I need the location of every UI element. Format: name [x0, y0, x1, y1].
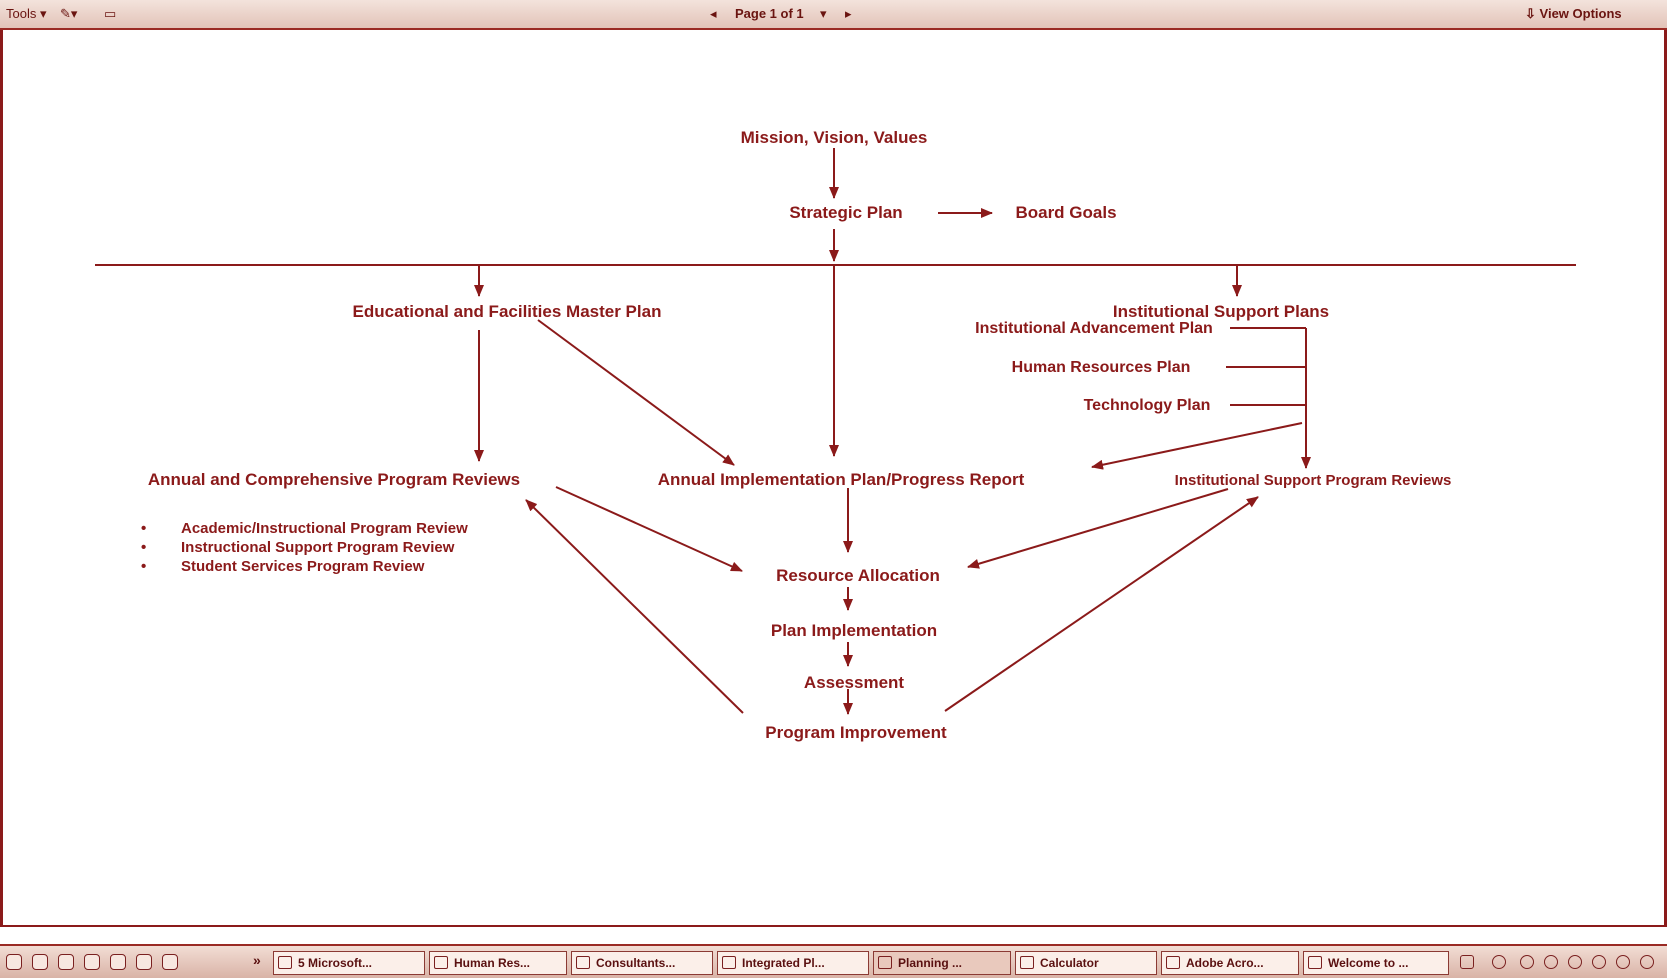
document-toolbar: Tools ▾ ✎▾ ▭ ◂ Page 1 of 1 ▾ ▸ ⇩ View Op…: [0, 0, 1667, 30]
taskbar-button-label: Calculator: [1040, 956, 1099, 970]
page-dropdown-icon[interactable]: ▾: [820, 6, 827, 21]
taskbar-button-label: Planning ...: [898, 956, 963, 970]
taskbar-button-label: Welcome to ...: [1328, 956, 1409, 970]
mission-node: Mission, Vision, Values: [740, 128, 928, 147]
window-icon: [722, 956, 736, 969]
quicklaunch-icon-7[interactable]: [162, 954, 178, 970]
highlighter-icon[interactable]: ✎▾: [60, 6, 78, 21]
board-goals-node: Board Goals: [1015, 203, 1117, 222]
tray-icon-8[interactable]: [1640, 955, 1654, 969]
program-reviews-node: Annual and Comprehensive Program Reviews: [147, 470, 521, 489]
help-icon[interactable]: [1460, 955, 1474, 969]
tray-icon-4[interactable]: [1544, 955, 1558, 969]
tray-icon-5[interactable]: [1568, 955, 1582, 969]
calculator-icon: [1020, 956, 1034, 969]
taskbar-button-label: 5 Microsoft...: [298, 956, 373, 970]
view-options-button[interactable]: ⇩ View Options: [1525, 6, 1622, 21]
frame-left-border: [0, 30, 3, 925]
quicklaunch-icon-6[interactable]: [136, 954, 152, 970]
taskbar-button-welcome[interactable]: Welcome to ...: [1303, 951, 1449, 975]
taskbar: » 5 Microsoft... Human Res... Consultant…: [0, 944, 1667, 978]
edu-master-plan-node: Educational and Facilities Master Plan: [352, 302, 662, 321]
window-icon: [576, 956, 590, 969]
strategic-plan-node: Strategic Plan: [789, 203, 903, 222]
tools-menu[interactable]: Tools ▾: [6, 6, 47, 21]
resource-allocation-node: Resource Allocation: [776, 566, 940, 585]
taskbar-button-integrated[interactable]: Integrated Pl...: [717, 951, 869, 975]
page-indicator: Page 1 of 1: [735, 6, 804, 21]
taskbar-button-consultants[interactable]: Consultants...: [571, 951, 713, 975]
taskbar-button-microsoft[interactable]: 5 Microsoft...: [273, 951, 425, 975]
document-status-strip: [0, 925, 1667, 944]
assessment-node: Assessment: [803, 673, 905, 692]
quicklaunch-icon-3[interactable]: [58, 954, 74, 970]
hr-plan-node: Human Resources Plan: [1011, 359, 1191, 376]
tray-icon-3[interactable]: [1520, 955, 1534, 969]
program-improvement-node: Program Improvement: [765, 723, 947, 742]
review-item-instructional-support: Instructional Support Program Review: [141, 539, 454, 556]
arrow-bracket-to-annual: [1091, 422, 1303, 470]
next-page-icon[interactable]: ▸: [845, 6, 852, 21]
tools-label: Tools: [6, 6, 37, 21]
browser-icon: [1308, 956, 1322, 969]
arrow-edu-to-annual: [537, 319, 735, 466]
planning-diagram: Mission, Vision, Values Strategic Plan B…: [0, 30, 1667, 925]
taskbar-button-calculator[interactable]: Calculator: [1015, 951, 1157, 975]
diagram-connectors: [95, 148, 1576, 715]
review-item-student-services: Student Services Program Review: [141, 558, 425, 575]
tray-icon-2[interactable]: [1492, 955, 1506, 969]
annual-impl-node: Annual Implementation Plan/Progress Repo…: [657, 470, 1025, 489]
taskbar-button-label: Human Res...: [454, 956, 531, 970]
arrow-instreviews-to-resource: [967, 488, 1229, 569]
arrow-reviews-to-resource: [555, 486, 743, 572]
taskbar-button-label: Adobe Acro...: [1186, 956, 1264, 970]
pdf-icon: [1166, 956, 1180, 969]
quicklaunch-icon-4[interactable]: [84, 954, 100, 970]
taskbar-button-label: Integrated Pl...: [742, 956, 825, 970]
frame-right-border: [1664, 30, 1667, 925]
previous-page-icon[interactable]: ◂: [710, 6, 717, 21]
window-icon: [434, 956, 448, 969]
quicklaunch-icon-1[interactable]: [6, 954, 22, 970]
taskbar-button-label: Consultants...: [596, 956, 676, 970]
window-icon: [278, 956, 292, 969]
review-item-academic: Academic/Instructional Program Review: [141, 520, 468, 537]
inst-advancement-plan-node: Institutional Advancement Plan: [975, 320, 1213, 337]
view-options-label: View Options: [1539, 6, 1622, 21]
plan-implementation-node: Plan Implementation: [770, 621, 938, 640]
tray-icon-6[interactable]: [1592, 955, 1606, 969]
inst-support-reviews-node: Institutional Support Program Reviews: [1174, 472, 1452, 489]
browser-icon[interactable]: [32, 954, 48, 970]
tech-plan-node: Technology Plan: [1083, 397, 1211, 414]
arrow-improvement-to-instreviews: [944, 496, 1259, 712]
inst-support-plans-node: Institutional Support Plans: [1112, 302, 1330, 321]
quicklaunch-icon-5[interactable]: [110, 954, 126, 970]
taskbar-overflow-chevron[interactable]: »: [253, 952, 261, 968]
taskbar-button-human-res[interactable]: Human Res...: [429, 951, 567, 975]
note-icon[interactable]: ▭: [104, 6, 117, 21]
arrow-improvement-to-reviews: [525, 499, 744, 714]
window-icon: [878, 956, 892, 969]
taskbar-button-planning[interactable]: Planning ...: [873, 951, 1011, 975]
taskbar-button-adobe[interactable]: Adobe Acro...: [1161, 951, 1299, 975]
tray-icon-7[interactable]: [1616, 955, 1630, 969]
